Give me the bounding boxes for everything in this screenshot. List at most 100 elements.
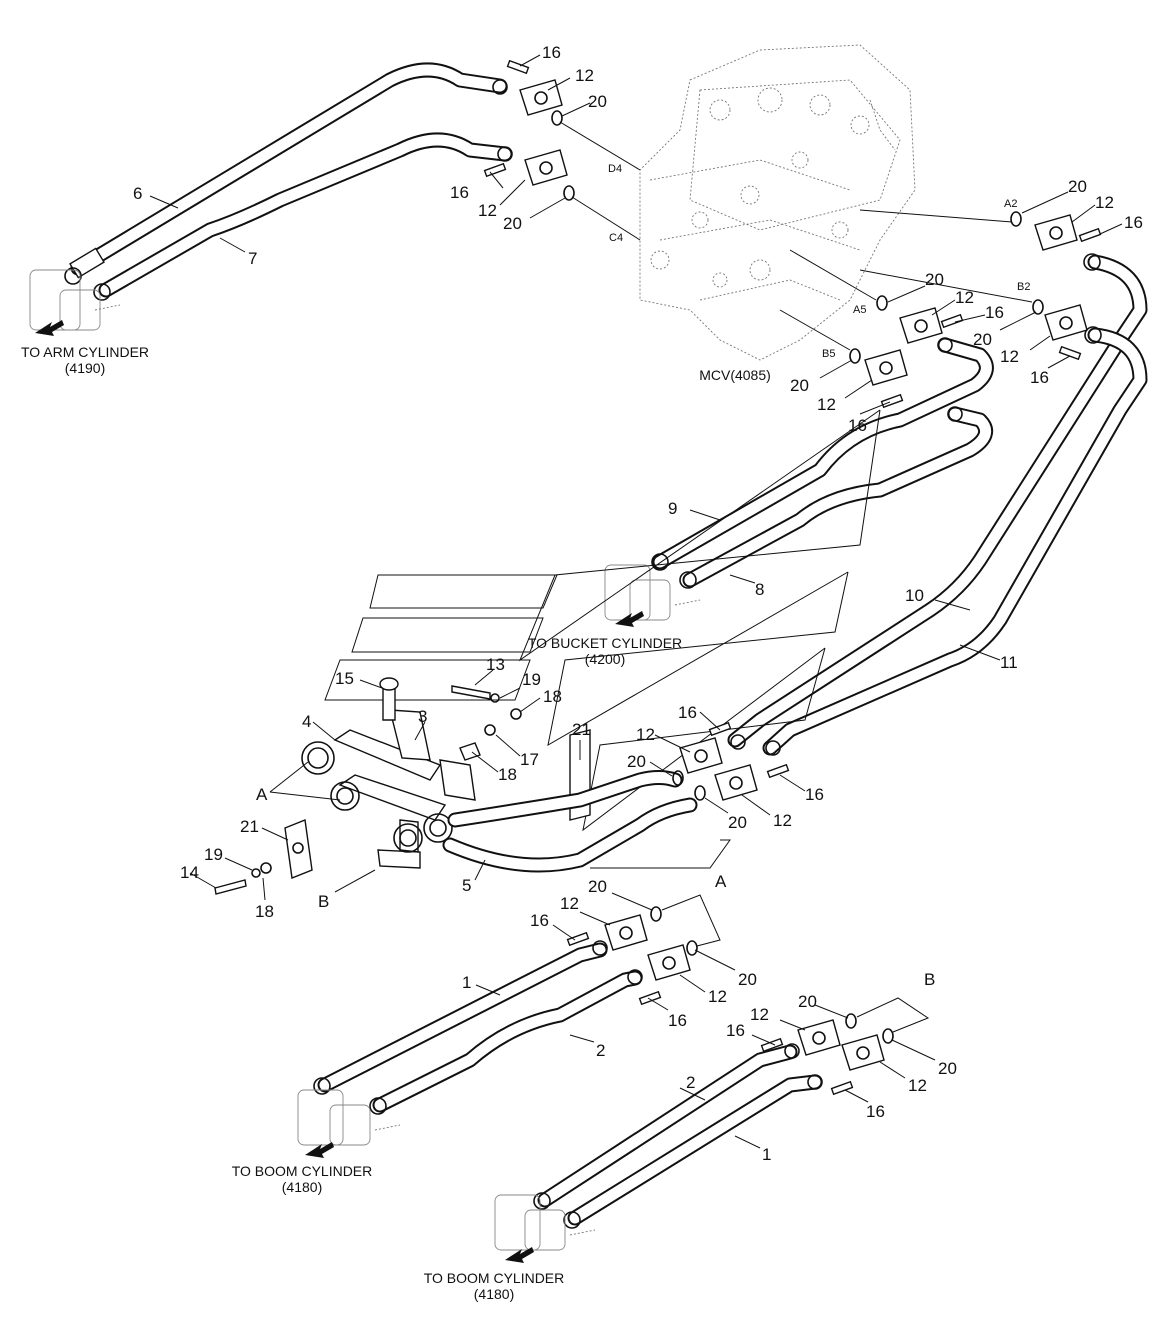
o-ring — [563, 185, 575, 201]
callout: 12 — [955, 288, 974, 307]
callout: 20 — [728, 813, 747, 832]
arrow-icon — [505, 1247, 534, 1263]
callout: 16 — [848, 416, 867, 435]
flange-clamp — [830, 1034, 885, 1096]
callout: 20 — [503, 214, 522, 233]
port-label-c4: C4 — [609, 232, 623, 244]
mcv-label: MCV(4085) — [699, 367, 771, 383]
o-ring — [686, 940, 698, 956]
flange-clamp — [864, 349, 908, 409]
boom-cylinder-ghost-right — [494, 1194, 596, 1251]
callout: 16 — [668, 1011, 687, 1030]
hose-1-left — [313, 940, 608, 1095]
callout: 17 — [520, 750, 539, 769]
hose-6 — [64, 62, 508, 285]
callout: 11 — [1000, 653, 1018, 672]
flange-clamp — [506, 59, 563, 116]
frame-lines — [324, 409, 881, 869]
callout: 16 — [1124, 213, 1143, 232]
callout: 12 — [1095, 193, 1114, 212]
bucket-cylinder-ghost — [604, 564, 701, 621]
callout: 4 — [302, 712, 311, 731]
hose-2-right — [533, 1043, 800, 1210]
callout: 20 — [798, 992, 817, 1011]
mcv-valve-block — [639, 44, 916, 361]
callout: 15 — [335, 669, 354, 688]
o-ring — [876, 295, 888, 311]
bucket-destination-label: TO BUCKET CYLINDER — [528, 635, 682, 651]
callout: 9 — [668, 499, 677, 518]
callout: 16 — [985, 303, 1004, 322]
port-label-d4: D4 — [608, 163, 622, 175]
hose-10 — [727, 253, 1148, 750]
o-ring — [694, 785, 706, 801]
callout: 12 — [773, 811, 792, 830]
hose-11 — [762, 326, 1148, 756]
flange-clamp — [679, 721, 732, 774]
port-label-b2: B2 — [1017, 281, 1030, 293]
o-ring — [845, 1013, 857, 1029]
callout: 16 — [866, 1102, 885, 1121]
arm-destination-code: (4190) — [65, 360, 105, 376]
o-ring — [650, 906, 662, 922]
callout: 21 — [240, 817, 259, 836]
callout: 18 — [498, 765, 517, 784]
boom-left-destination-label: TO BOOM CYLINDER — [232, 1163, 373, 1179]
section-letter-a: A — [256, 785, 268, 804]
callout: 20 — [790, 376, 809, 395]
arm-destination-label: TO ARM CYLINDER — [21, 344, 149, 360]
hose-8 — [679, 406, 994, 589]
boom-right-destination-code: (4180) — [474, 1286, 514, 1302]
callout: 14 — [180, 863, 199, 882]
hose-7 — [93, 132, 513, 301]
arrow-icon — [35, 320, 64, 336]
callout: 8 — [755, 580, 764, 599]
callout: 20 — [588, 877, 607, 896]
arrow-icon — [615, 611, 644, 627]
callout: 20 — [738, 970, 757, 989]
callout: 20 — [627, 752, 646, 771]
section-letter-b: B — [318, 892, 329, 911]
callout: 16 — [678, 703, 697, 722]
flange-clamp — [1034, 214, 1102, 251]
callout: 12 — [478, 201, 497, 220]
callout: B — [924, 970, 935, 989]
callout: 2 — [596, 1041, 605, 1060]
hose-5 — [442, 797, 698, 873]
callout: 21 — [572, 720, 591, 739]
hose-2-left — [369, 969, 643, 1115]
callout: 16 — [726, 1021, 745, 1040]
hose-1-right — [563, 1074, 823, 1229]
callout: 20 — [938, 1059, 957, 1078]
callout: 16 — [450, 183, 469, 202]
callout: 16 — [530, 911, 549, 930]
callout: 16 — [805, 785, 824, 804]
callout: 2 — [686, 1073, 695, 1092]
callout: 20 — [925, 270, 944, 289]
port-label-a2: A2 — [1004, 198, 1017, 210]
callout: 7 — [248, 249, 257, 268]
callout: 12 — [750, 1005, 769, 1024]
clamp-half — [284, 819, 313, 879]
o-ring — [849, 348, 861, 364]
hose-4 — [447, 770, 683, 828]
callout: 12 — [560, 894, 579, 913]
arm-cylinder-ghost — [29, 269, 121, 331]
callout: A — [715, 872, 727, 891]
callout: 20 — [1068, 177, 1087, 196]
callout: 12 — [817, 395, 836, 414]
callout: 20 — [588, 92, 607, 111]
flange-clamp — [483, 149, 568, 186]
boom-right-destination-label: TO BOOM CYLINDER — [424, 1270, 565, 1286]
callout: 13 — [486, 655, 505, 674]
callout: 6 — [133, 184, 142, 203]
callout: 12 — [575, 66, 594, 85]
callout: 5 — [462, 876, 471, 895]
callout: 3 — [418, 707, 427, 726]
callout: 12 — [908, 1076, 927, 1095]
o-ring — [1010, 211, 1022, 227]
callout: 12 — [636, 725, 655, 744]
o-ring — [551, 110, 563, 126]
callout: 1 — [462, 973, 471, 992]
